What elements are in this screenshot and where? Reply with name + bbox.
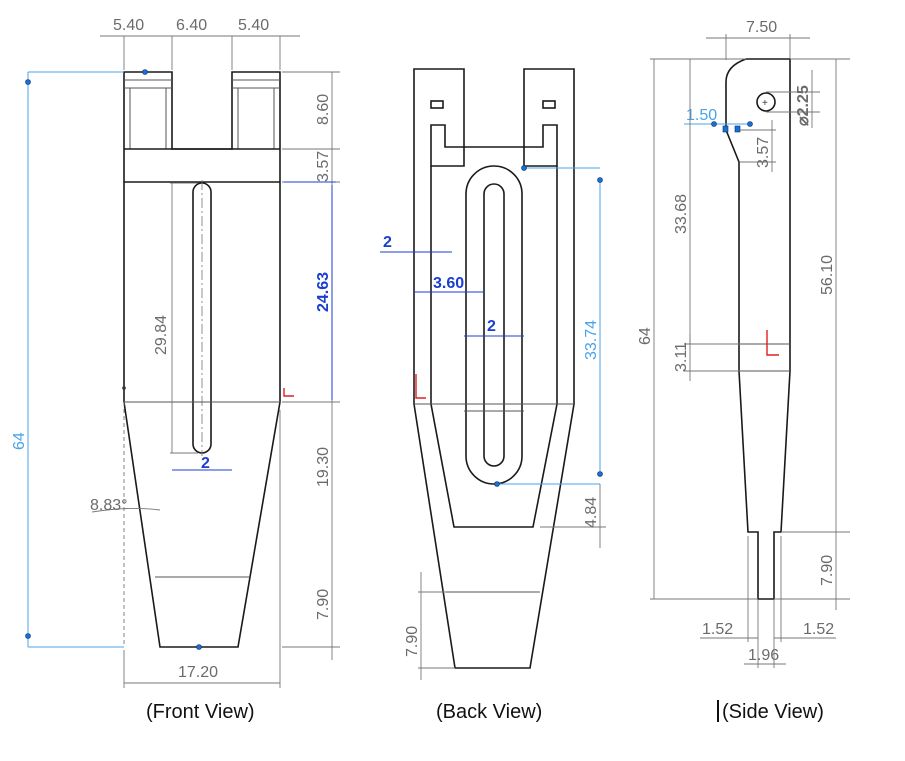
back-view-caption: (Back View) xyxy=(436,701,542,723)
side-dim-band: 3.57 xyxy=(755,137,772,168)
back-dim-slot: 2 xyxy=(487,318,496,335)
side-view-caption: (Side View) xyxy=(722,701,824,723)
side-dim-upper: 33.68 xyxy=(673,194,690,234)
side-dim-notch: 1.50 xyxy=(686,107,717,124)
svg-text:+: + xyxy=(762,98,768,109)
back-dim-bottom: 7.90 xyxy=(404,626,421,657)
side-dim-hole: ⌀2.25 xyxy=(795,85,812,126)
back-dim-inner: 3.60 xyxy=(433,275,464,292)
front-dim-top-right: 5.40 xyxy=(238,17,269,34)
front-dim-overall: 64 xyxy=(11,432,28,450)
side-hole xyxy=(756,92,776,112)
side-dim-overall: 64 xyxy=(637,327,654,345)
front-dim-right-top: 8.60 xyxy=(315,94,332,125)
side-dim-bottom: 7.90 xyxy=(819,555,836,586)
side-view: + 7.50 ⌀2.25 1.50 3.57 33.68 3.11 xyxy=(637,19,850,668)
back-slot-inner xyxy=(483,183,505,467)
front-dim-angle: 8.83° xyxy=(90,497,128,514)
back-dim-slot-length: 33.74 xyxy=(583,320,600,360)
front-view-outline xyxy=(123,71,281,648)
front-dim-width: 17.20 xyxy=(178,664,218,681)
side-dim-mid: 3.11 xyxy=(673,342,690,372)
back-slot-outer xyxy=(465,165,523,485)
front-view-caption: (Front View) xyxy=(146,701,255,723)
back-dim-wall: 2 xyxy=(383,234,392,251)
back-dim-bottom-gap: 4.84 xyxy=(583,497,600,528)
back-view-outline xyxy=(413,68,575,669)
side-dim-width: 7.50 xyxy=(746,19,777,36)
side-dim-right-off: 1.52 xyxy=(803,621,834,638)
front-dim-top-left: 5.40 xyxy=(113,17,144,34)
side-dim-main: 56.10 xyxy=(819,255,836,295)
front-view: 5.40 6.40 5.40 8.60 3.57 24.63 19.30 7.9… xyxy=(11,17,340,688)
front-dim-right-band: 3.57 xyxy=(315,151,332,182)
front-dim-slot-upper: 24.63 xyxy=(315,272,332,312)
back-view: 2 3.60 2 33.74 4.84 7.90 xyxy=(380,68,606,680)
front-dim-slot-width: 2 xyxy=(201,455,210,472)
front-dim-bottom: 7.90 xyxy=(315,589,332,620)
front-dim-slot-length: 29.84 xyxy=(153,315,170,355)
side-dim-left-off: 1.52 xyxy=(702,621,733,638)
front-dim-lower: 19.30 xyxy=(315,447,332,487)
side-dim-tip: 1.96 xyxy=(748,647,779,664)
front-dim-top-mid: 6.40 xyxy=(176,17,207,34)
